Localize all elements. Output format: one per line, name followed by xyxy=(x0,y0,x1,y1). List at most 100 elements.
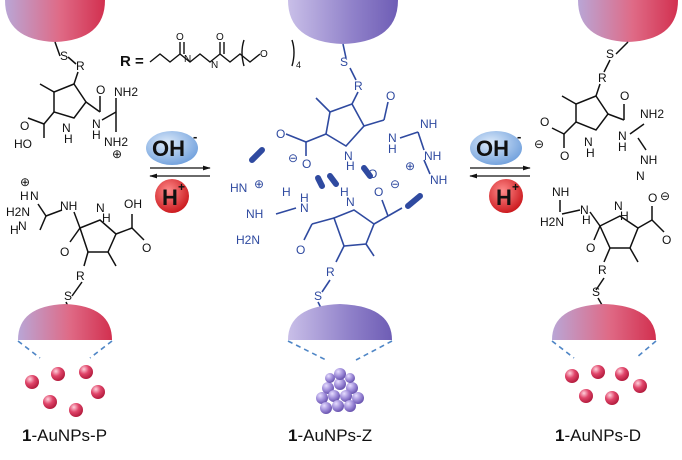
svg-text:⊕: ⊕ xyxy=(20,175,30,189)
svg-text:⊕: ⊕ xyxy=(254,177,264,191)
svg-text:N: N xyxy=(30,189,39,203)
svg-text:H2N: H2N xyxy=(236,233,260,247)
svg-text:R: R xyxy=(76,59,85,73)
svg-text:OH: OH xyxy=(124,197,142,211)
svg-text:N: N xyxy=(96,201,105,215)
svg-text:H: H xyxy=(282,185,291,199)
svg-text:S: S xyxy=(314,289,322,303)
repeat-subscript: 4 xyxy=(296,60,301,70)
svg-text:O: O xyxy=(302,157,311,171)
svg-text:O: O xyxy=(276,127,285,141)
top-right-particle xyxy=(578,0,678,42)
label-left: 1-AuNPs-P xyxy=(22,426,108,445)
svg-text:O: O xyxy=(560,149,569,163)
svg-text:H: H xyxy=(620,209,629,223)
svg-text:R: R xyxy=(354,79,363,93)
bottom-left-particle xyxy=(18,304,112,340)
svg-text:⊕: ⊕ xyxy=(112,147,122,161)
hydroxide-bubble xyxy=(470,131,522,165)
top-left-particle xyxy=(5,0,105,42)
svg-text:NH2: NH2 xyxy=(104,135,128,149)
proton-bubble xyxy=(489,179,523,213)
svg-text:H: H xyxy=(10,223,19,237)
svg-text:O: O xyxy=(620,89,629,103)
svg-text:R: R xyxy=(76,269,85,283)
right-equilibrium: OH - H + xyxy=(469,129,531,213)
svg-text:NH: NH xyxy=(246,207,263,221)
svg-text:⊖: ⊖ xyxy=(288,151,298,165)
svg-text:N: N xyxy=(580,203,589,217)
svg-text:O: O xyxy=(20,119,29,133)
right-bottom-molecule: NH H2N N H O N H O ⊖ O R S xyxy=(540,185,671,313)
svg-text:O: O xyxy=(216,32,224,43)
top-center-particle xyxy=(288,0,398,44)
svg-text:H: H xyxy=(102,211,111,225)
svg-text:O: O xyxy=(142,241,151,255)
svg-text:O: O xyxy=(386,89,395,103)
svg-text:⊕: ⊕ xyxy=(405,159,415,173)
svg-text:R: R xyxy=(598,71,607,85)
svg-text:S: S xyxy=(64,289,72,303)
svg-text:-: - xyxy=(193,129,197,144)
aggregated-nanoparticles xyxy=(316,368,364,414)
svg-text:H: H xyxy=(582,213,591,227)
svg-text:O: O xyxy=(374,185,383,199)
zoom-lines xyxy=(17,340,657,361)
svg-text:⊖: ⊖ xyxy=(534,137,544,151)
svg-text:H: H xyxy=(300,191,309,205)
bottom-center-particle xyxy=(288,304,392,340)
center-dimer: S R O O ⊖ N H O N H NH NH NH ⊕ O ⊖ O N xyxy=(230,43,447,315)
svg-text:H: H xyxy=(586,146,595,160)
hydroxide-bubble xyxy=(146,131,198,165)
r-group-label: R = xyxy=(120,53,144,70)
svg-text:R: R xyxy=(326,265,335,279)
svg-text:R: R xyxy=(598,263,607,277)
svg-text:O: O xyxy=(648,191,657,205)
svg-text:NH: NH xyxy=(424,149,441,163)
svg-text:S: S xyxy=(340,55,348,69)
svg-text:HO: HO xyxy=(14,137,32,151)
svg-text:NH2: NH2 xyxy=(640,107,664,121)
svg-text:H2N: H2N xyxy=(6,205,30,219)
svg-text:NH: NH xyxy=(60,199,77,213)
svg-text:S: S xyxy=(592,285,600,299)
svg-text:O: O xyxy=(662,233,671,247)
svg-text:O: O xyxy=(368,167,377,181)
svg-text:O: O xyxy=(60,245,69,259)
svg-text:S: S xyxy=(606,47,614,61)
svg-text:NH: NH xyxy=(420,117,437,131)
svg-text:O: O xyxy=(260,49,268,60)
svg-text:H: H xyxy=(388,142,397,156)
hydrogen-bonds xyxy=(249,147,423,209)
svg-text:HN: HN xyxy=(230,181,247,195)
svg-text:S: S xyxy=(60,49,68,63)
svg-text:N: N xyxy=(614,199,623,213)
proton-label: H xyxy=(496,185,512,210)
label-right: 1-AuNPs-D xyxy=(555,426,641,445)
svg-text:-: - xyxy=(517,129,521,144)
bottom-right-particle xyxy=(552,304,656,340)
svg-text:N: N xyxy=(584,135,593,149)
svg-text:⊖: ⊖ xyxy=(390,177,400,191)
svg-text:H: H xyxy=(20,189,29,203)
svg-text:H: H xyxy=(92,128,101,142)
svg-text:H: H xyxy=(340,185,349,199)
proton-label: H xyxy=(162,185,178,210)
svg-text:O: O xyxy=(586,241,595,255)
svg-text:N: N xyxy=(92,117,101,131)
svg-text:NH: NH xyxy=(552,185,569,199)
svg-text:N: N xyxy=(344,149,353,163)
svg-text:N: N xyxy=(346,195,355,209)
svg-text:O: O xyxy=(540,115,549,129)
hydroxide-label: OH xyxy=(476,136,509,161)
left-equilibrium: OH - H + xyxy=(146,129,211,213)
svg-text:+: + xyxy=(178,180,185,194)
svg-text:O: O xyxy=(176,32,184,43)
hydroxide-label: OH xyxy=(152,136,185,161)
r-group-definition: R = N N O O O 4 xyxy=(120,32,301,71)
svg-text:N: N xyxy=(636,169,645,183)
dispersed-nanoparticles-left xyxy=(25,365,105,417)
svg-text:NH2: NH2 xyxy=(114,85,138,99)
svg-text:+: + xyxy=(512,180,519,194)
